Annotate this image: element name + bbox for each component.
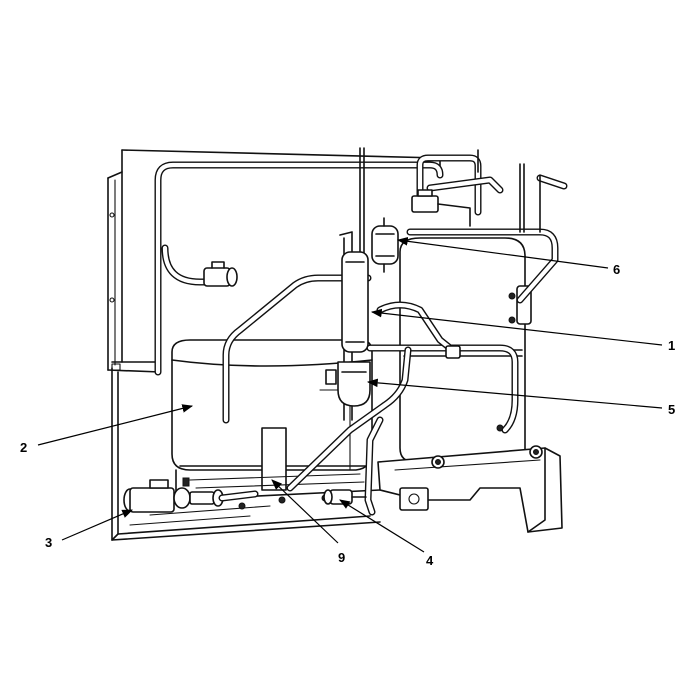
- leader-5: [366, 378, 663, 409]
- base-plate: [111, 363, 381, 541]
- service-valve-3: [123, 477, 259, 513]
- callout-6: 6: [613, 262, 620, 277]
- leader-1: [370, 308, 663, 346]
- callout-leaders: [37, 237, 663, 553]
- callout-1: 1: [668, 338, 675, 353]
- leader-6: [396, 237, 609, 269]
- left-service-valve: [203, 261, 238, 287]
- right-stand: [377, 445, 563, 533]
- discharge-line: [286, 346, 412, 516]
- top-suction-line: [154, 161, 444, 376]
- compressor: [171, 339, 373, 491]
- liquid-line: [366, 301, 519, 434]
- valve-4: [323, 489, 367, 505]
- callout-5: 5: [668, 402, 675, 417]
- callout-4: 4: [426, 553, 434, 568]
- filter-drier-1: [341, 251, 369, 353]
- leader-3: [61, 509, 133, 541]
- callout-2: 2: [20, 440, 27, 455]
- callout-labels: 1 2 3 4 5 6 9: [20, 262, 675, 568]
- accumulator-5: [337, 361, 371, 407]
- callout-3: 3: [45, 535, 52, 550]
- upper-right-pipework: [406, 149, 568, 304]
- leader-9: [271, 479, 339, 544]
- leader-4: [339, 499, 425, 553]
- compressor-suction-pipe: [222, 274, 372, 424]
- drier-6: [371, 217, 399, 273]
- leader-2: [37, 404, 194, 446]
- callout-9: 9: [338, 550, 345, 565]
